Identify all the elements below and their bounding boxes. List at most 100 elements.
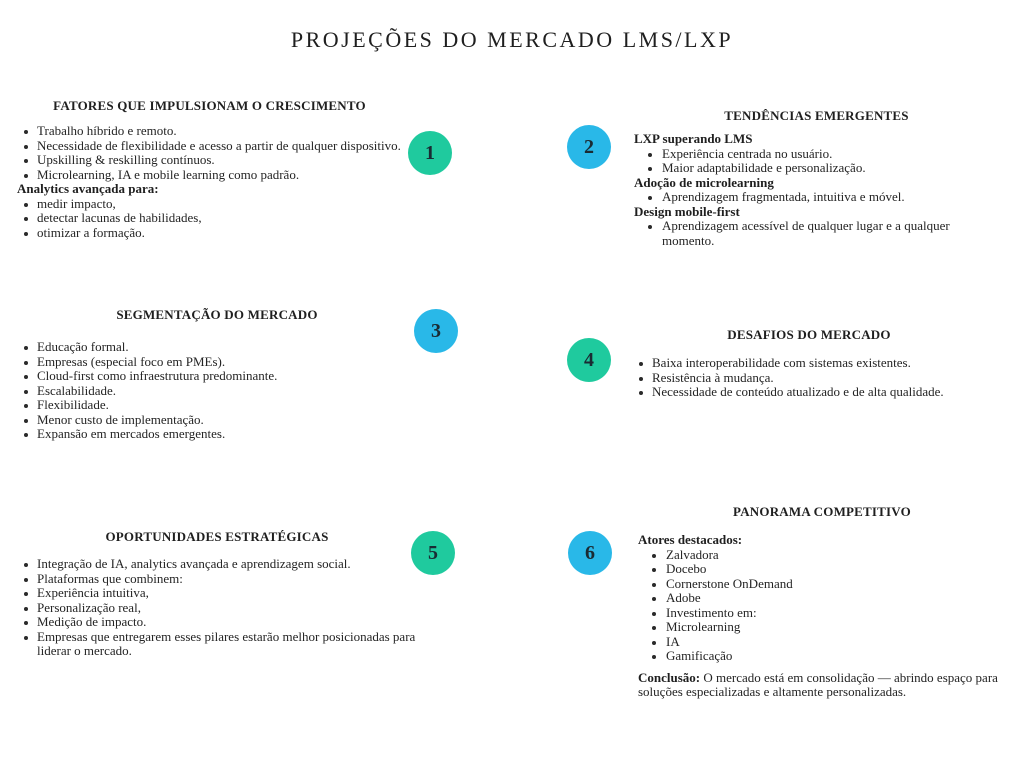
step-number: 6 bbox=[585, 542, 595, 564]
list-item: Personalização real, bbox=[17, 600, 417, 616]
bullet-dot bbox=[652, 626, 656, 630]
list-item-text: Microlearning, IA e mobile learning como… bbox=[37, 166, 300, 182]
section-heading: OPORTUNIDADES ESTRATÉGICAS bbox=[105, 529, 329, 544]
list-item: Experiência centrada no usuário. bbox=[634, 145, 999, 162]
list-item-text: Adobe bbox=[666, 590, 701, 605]
list-item: Microlearning bbox=[638, 619, 1006, 635]
section-competitive-landscape: PANORAMA COMPETITIVO Atores destacados:Z… bbox=[638, 504, 1006, 700]
list-item: Educação formal. bbox=[17, 339, 417, 355]
bullet-dot bbox=[652, 582, 656, 587]
list-item-text: Docebo bbox=[666, 561, 707, 576]
list-item-text: Maior adaptabilidade e personalização. bbox=[662, 160, 866, 175]
section-heading: FATORES QUE IMPULSIONAM O CRESCIMENTO bbox=[53, 98, 366, 113]
list-item-text: IA bbox=[666, 633, 680, 649]
section-strategic-opportunities: OPORTUNIDADES ESTRATÉGICAS Integração de… bbox=[17, 529, 417, 659]
list-item-text: Expansão em mercados emergentes. bbox=[37, 426, 226, 441]
bullet-dot bbox=[652, 568, 656, 572]
list-item-text: Empresas (especial foco em PMEs). bbox=[37, 353, 226, 369]
bold-label: LXP superando LMS bbox=[634, 131, 753, 146]
bullet-dot bbox=[24, 563, 28, 567]
list-item-text: Gamificação bbox=[666, 648, 733, 663]
list-item: Menor custo de implementação. bbox=[17, 411, 417, 428]
list-item-text: Experiência centrada no usuário. bbox=[662, 145, 833, 161]
bullet-dot bbox=[24, 217, 28, 221]
list-item-text: otimizar a formação. bbox=[37, 224, 145, 240]
list-item: Aprendizagem fragmentada, intuitiva e mó… bbox=[634, 189, 999, 205]
list-item: medir impacto, bbox=[17, 195, 402, 212]
section-growth-factors: FATORES QUE IMPULSIONAM O CRESCIMENTO Tr… bbox=[17, 98, 402, 240]
list-item: Maior adaptabilidade e personalização. bbox=[634, 160, 999, 176]
step-number: 3 bbox=[431, 320, 441, 342]
list-item-text: Upskilling & reskilling contínuos. bbox=[37, 152, 215, 167]
list-item: Trabalho híbrido e remoto. bbox=[17, 123, 402, 139]
section-content: Trabalho híbrido e remoto.Necessidade de… bbox=[17, 123, 402, 240]
bullet-dot bbox=[24, 635, 28, 640]
bullet-dot bbox=[24, 130, 28, 134]
list-item-text: Necessidade de flexibilidade e acesso a … bbox=[37, 137, 401, 153]
section-heading: SEGMENTAÇÃO DO MERCADO bbox=[116, 307, 318, 322]
list-item-text: medir impacto, bbox=[37, 195, 116, 211]
step-badge-5: 5 bbox=[411, 531, 455, 575]
list-item-text: Menor custo de implementação. bbox=[37, 411, 204, 427]
bullet-dot bbox=[24, 231, 28, 236]
bullet-dot bbox=[639, 362, 643, 366]
conclusion-label: Conclusão: bbox=[638, 669, 701, 685]
section-content: Integração de IA, analytics avançada e a… bbox=[17, 556, 417, 659]
bullet-dot bbox=[24, 577, 28, 582]
section-heading: TENDÊNCIAS EMERGENTES bbox=[724, 108, 909, 123]
list-item-text: Integração de IA, analytics avançada e a… bbox=[37, 556, 351, 571]
section-heading: DESAFIOS DO MERCADO bbox=[727, 327, 891, 342]
list-item-text: Resistência à mudança. bbox=[652, 369, 774, 385]
list-item-text: Aprendizagem fragmentada, intuitiva e mó… bbox=[662, 189, 905, 204]
step-badge-4: 4 bbox=[567, 338, 611, 382]
list-item-text: Experiência intuitiva, bbox=[37, 585, 149, 600]
list-item: Integração de IA, analytics avançada e a… bbox=[17, 556, 417, 572]
list-item-text: Plataformas que combinem: bbox=[37, 570, 183, 586]
bullet-dot bbox=[24, 375, 28, 379]
bullet-dot bbox=[24, 173, 28, 178]
page-title: PROJEÇÕES DO MERCADO LMS/LXP bbox=[290, 27, 734, 52]
list-item: Resistência à mudança. bbox=[634, 369, 984, 386]
section-market-segmentation: SEGMENTAÇÃO DO MERCADO Educação formal.E… bbox=[17, 307, 417, 442]
bold-label: Atores destacados: bbox=[638, 532, 743, 547]
list-item-text: Educação formal. bbox=[37, 339, 129, 354]
step-number: 5 bbox=[428, 542, 438, 564]
list-item: detectar lacunas de habilidades, bbox=[17, 210, 402, 226]
bullet-dot bbox=[652, 597, 656, 601]
list-item: IA bbox=[638, 633, 1006, 650]
bullet-dot bbox=[24, 404, 28, 408]
list-item: Flexibilidade. bbox=[17, 397, 417, 413]
step-number: 2 bbox=[584, 136, 594, 158]
list-item: Upskilling & reskilling contínuos. bbox=[17, 152, 402, 168]
bullet-dot bbox=[24, 346, 28, 350]
list-item-text: Medição de impacto. bbox=[37, 614, 147, 629]
step-badge-2: 2 bbox=[567, 125, 611, 169]
list-item-text: Flexibilidade. bbox=[37, 397, 109, 412]
bullet-dot bbox=[652, 655, 656, 659]
list-item: Empresas (especial foco em PMEs). bbox=[17, 353, 417, 370]
section-market-challenges: DESAFIOS DO MERCADO Baixa interoperabili… bbox=[634, 327, 984, 400]
list-item: Necessidade de flexibilidade e acesso a … bbox=[17, 137, 402, 154]
bold-label: Analytics avançada para: bbox=[17, 181, 159, 196]
list-item: Necessidade de conteúdo atualizado e de … bbox=[634, 384, 984, 400]
bullet-dot bbox=[24, 389, 28, 394]
bullet-dot bbox=[24, 159, 28, 163]
bullet-dot bbox=[652, 553, 656, 558]
list-item: Medição de impacto. bbox=[17, 614, 417, 630]
section-content: Baixa interoperabilidade com sistemas ex… bbox=[634, 355, 984, 400]
section-heading: PANORAMA COMPETITIVO bbox=[733, 504, 911, 519]
list-item: Zalvadora bbox=[638, 547, 1006, 563]
list-item: Investimento em: bbox=[638, 604, 1006, 621]
bullet-dot bbox=[652, 611, 656, 616]
bullet-dot bbox=[24, 360, 28, 365]
list-item-text: Investimento em: bbox=[666, 604, 757, 620]
bullet-dot bbox=[24, 202, 28, 207]
section-content: Educação formal.Empresas (especial foco … bbox=[17, 339, 417, 442]
list-item: Empresas que entregarem esses pilares es… bbox=[17, 628, 417, 659]
list-item-text: Empresas que entregarem esses pilares es… bbox=[37, 628, 416, 658]
bullet-dot bbox=[24, 606, 28, 611]
step-number: 1 bbox=[425, 142, 435, 164]
